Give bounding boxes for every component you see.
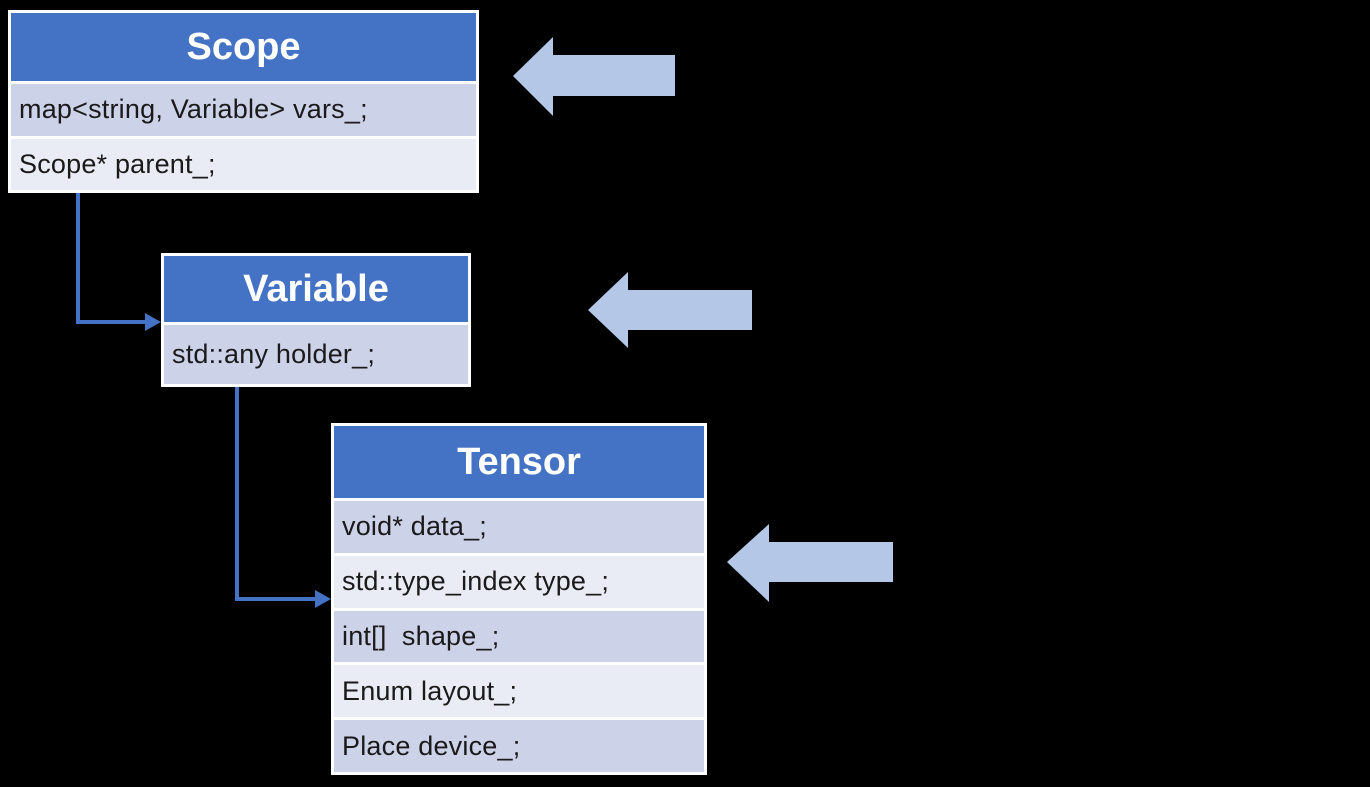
connector-scope-to-variable bbox=[76, 193, 161, 331]
class-box-tensor: Tensor void* data_; std::type_index type… bbox=[331, 423, 707, 775]
class-field-row: Place device_; bbox=[334, 720, 704, 772]
class-box-variable: Variable std::any holder_; bbox=[161, 253, 471, 387]
class-field-row: Scope* parent_; bbox=[11, 138, 476, 190]
class-title-variable: Variable bbox=[164, 256, 468, 322]
class-field-row: std::type_index type_; bbox=[334, 555, 704, 608]
block-arrow-left-icon bbox=[727, 524, 893, 602]
class-field-row: Enum layout_; bbox=[334, 665, 704, 718]
connector-variable-to-tensor bbox=[235, 386, 331, 608]
block-arrow-left-icon bbox=[513, 37, 675, 116]
arrowhead-icon bbox=[145, 313, 161, 331]
class-box-scope: Scope map<string, Variable> vars_; Scope… bbox=[8, 10, 479, 193]
block-arrow-left-icon bbox=[588, 272, 752, 348]
arrowhead-icon bbox=[315, 590, 331, 608]
class-title-tensor: Tensor bbox=[334, 426, 704, 498]
class-title-scope: Scope bbox=[11, 13, 476, 81]
class-field-row: std::any holder_; bbox=[164, 325, 468, 384]
class-field-row: void* data_; bbox=[334, 501, 704, 553]
class-field-row: int[] shape_; bbox=[334, 610, 704, 663]
class-field-row: map<string, Variable> vars_; bbox=[11, 84, 476, 136]
